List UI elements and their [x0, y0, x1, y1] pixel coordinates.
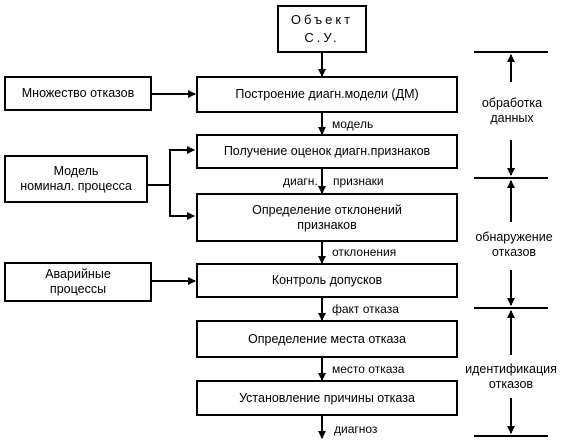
- step-deviations-line1: Определение отклонений: [252, 202, 402, 217]
- stage-identification-line1: идентификация: [465, 362, 557, 376]
- step-tolerance-check-label: Контроль допусков: [271, 273, 383, 287]
- stage-identification-line2: отказов: [488, 377, 534, 391]
- step-failure-cause: Установление причины отказа: [196, 380, 458, 416]
- flow-label-fact: факт отказа: [332, 302, 399, 316]
- emergency-line2: процессы: [49, 282, 107, 296]
- object-box: Объект С.У.: [277, 5, 367, 53]
- object-title: Объект: [290, 12, 354, 27]
- stage-detection-line2: отказов: [491, 245, 537, 259]
- step-estimate-features-label: Получение оценок диагн.признаков: [223, 144, 431, 158]
- flow-label-place: место отказа: [332, 362, 405, 376]
- step-build-model: Построение диагн.модели (ДМ): [196, 76, 458, 113]
- step-estimate-features: Получение оценок диагн.признаков: [196, 134, 458, 169]
- flow-label-diag: диагн.: [283, 174, 318, 188]
- stage-processing: обработка данных: [476, 96, 548, 126]
- failures-set-box: Множество отказов: [4, 76, 152, 111]
- nominal-model-line2: номинал. процесса: [20, 179, 132, 193]
- arrow-model-branch-2: [169, 185, 195, 220]
- nominal-model-line1: Модель: [53, 164, 99, 178]
- emergency-box: Аварийные процессы: [4, 262, 152, 302]
- step-failure-place: Определение места отказа: [196, 320, 458, 358]
- stage-detection: обнаружение отказов: [466, 230, 562, 260]
- failures-set-label: Множество отказов: [21, 86, 135, 100]
- step-tolerance-check: Контроль допусков: [196, 263, 458, 298]
- step-build-model-label: Построение диагн.модели (ДМ): [235, 87, 419, 101]
- stage-detection-line1: обнаружение: [475, 230, 553, 244]
- object-subtitle: С.У.: [304, 30, 340, 45]
- arrow-model-branch: [146, 146, 195, 186]
- flow-label-model: модель: [332, 117, 374, 131]
- step-deviations-line2: признаков: [297, 217, 357, 232]
- flow-label-features: признаки: [333, 174, 384, 188]
- step-deviations: Определение отклонений признаков: [196, 193, 458, 242]
- stage-processing-line2: данных: [490, 111, 534, 125]
- step-failure-place-label: Определение места отказа: [248, 331, 406, 346]
- nominal-model-box: Модель номинал. процесса: [4, 155, 148, 203]
- stage-processing-line1: обработка: [481, 96, 543, 110]
- flow-label-deviations: отклонения: [332, 245, 397, 259]
- emergency-line1: Аварийные: [45, 267, 111, 281]
- flow-label-diagnosis: диагноз: [334, 422, 378, 436]
- stage-identification: идентификация отказов: [459, 362, 563, 392]
- step-failure-cause-label: Установление причины отказа: [239, 390, 415, 405]
